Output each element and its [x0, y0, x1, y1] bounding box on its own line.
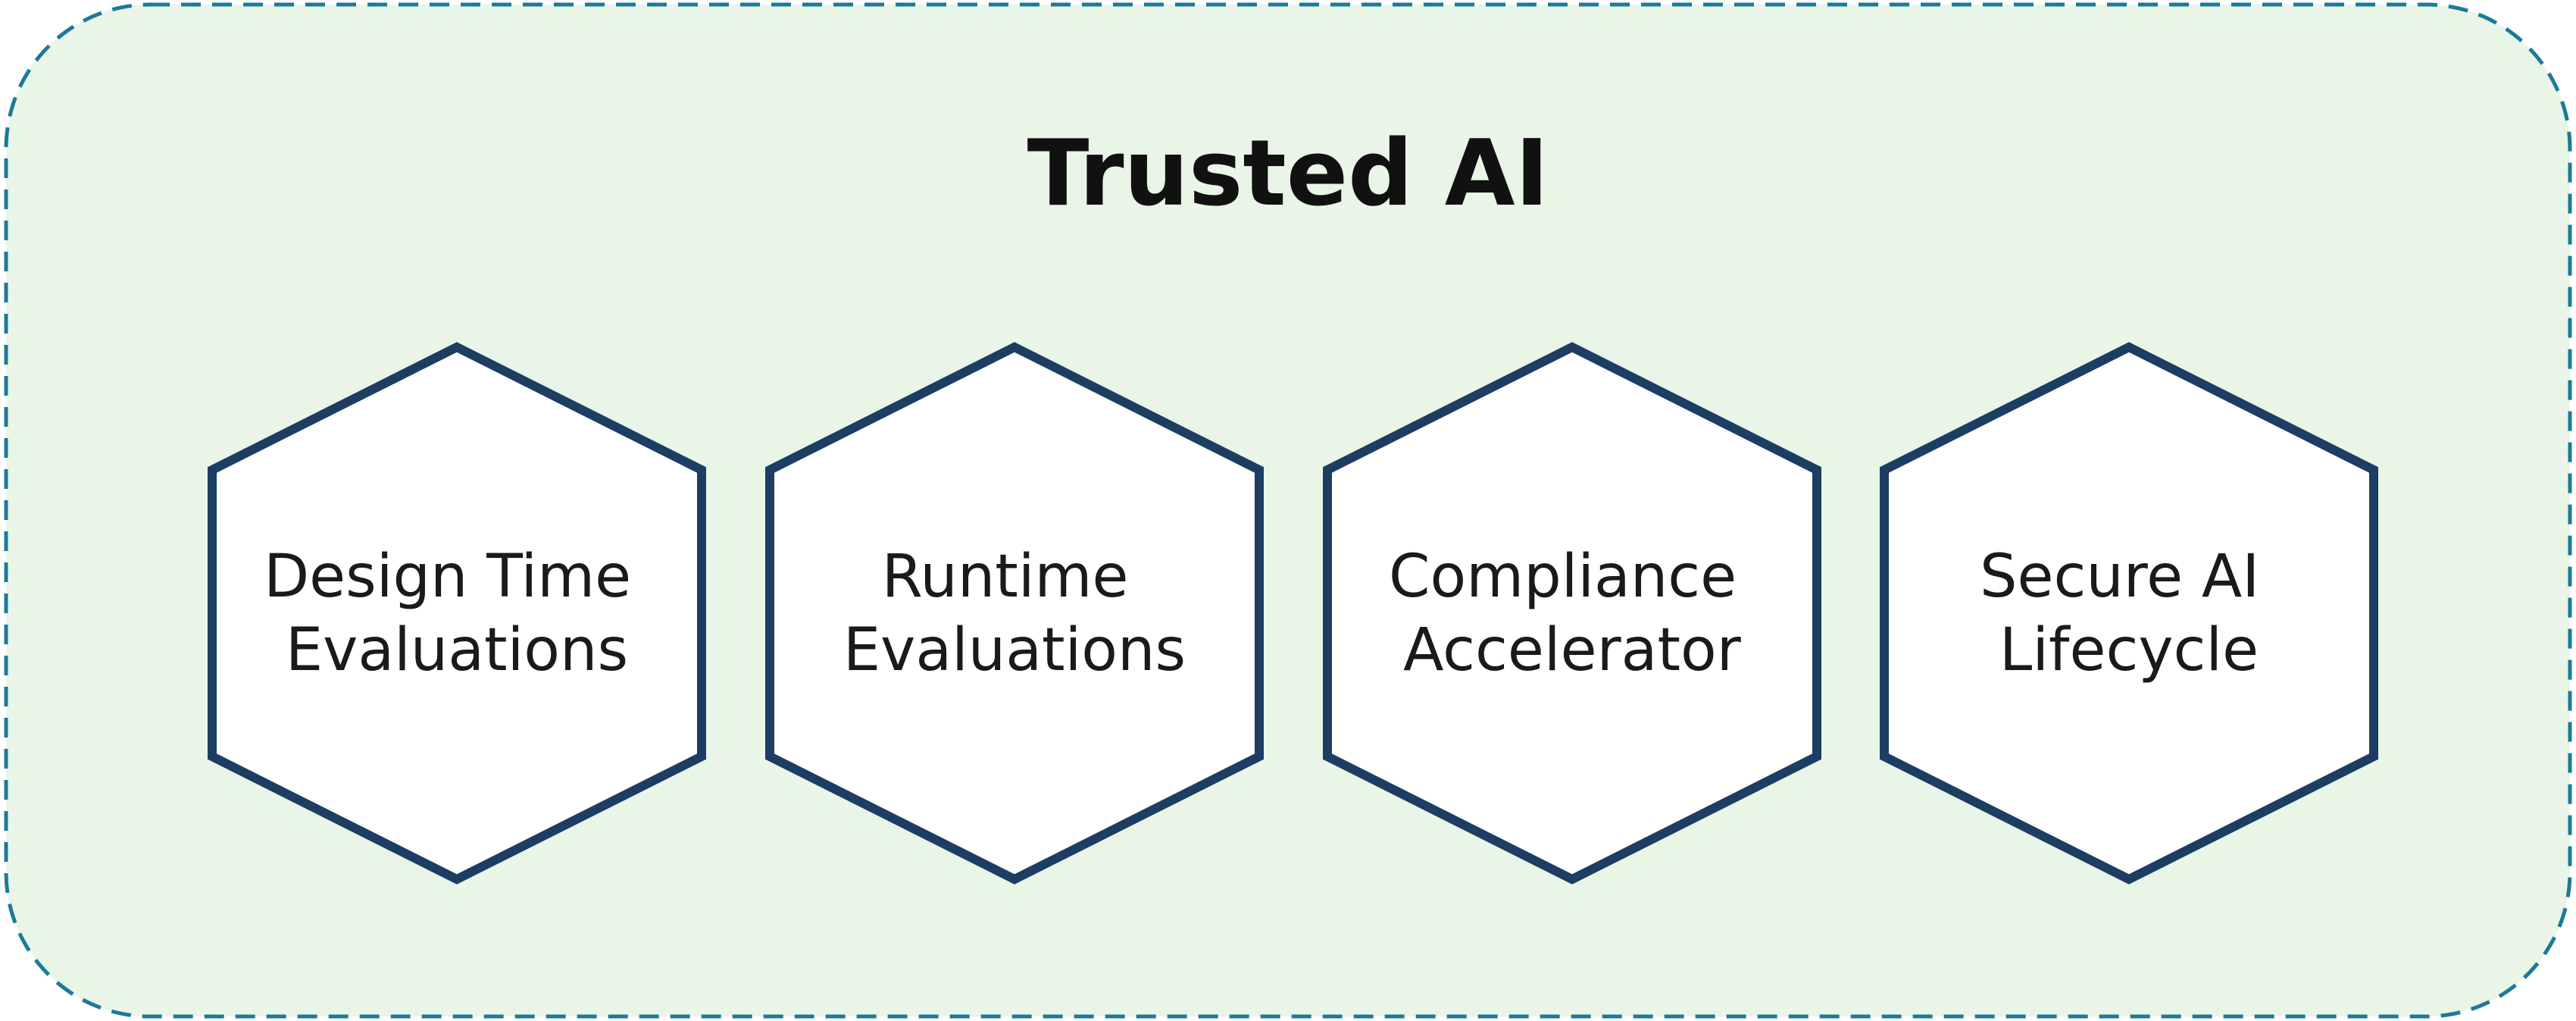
- hexagon-label-line-2: Evaluations: [843, 616, 1186, 684]
- component-hexagon: Compliance Accelerator: [1323, 342, 1821, 885]
- hexagon-label: Runtime Evaluations: [843, 543, 1186, 684]
- component-hexagon: Design Time Evaluations: [208, 342, 706, 885]
- hexagon-shape: [208, 342, 706, 885]
- hexagon-label: Design Time Evaluations: [264, 543, 650, 684]
- diagram-title: Trusted AI: [1027, 121, 1549, 227]
- hexagon-label-line-2: Evaluations: [286, 616, 628, 684]
- component-hexagon: Secure AI Lifecycle: [1880, 342, 2378, 885]
- hexagon-shape: [1880, 342, 2378, 885]
- hexagon-label-line-1: Design Time: [264, 543, 631, 611]
- hexagon-label-line-1: Runtime: [882, 543, 1129, 611]
- hexagon-label-line-2: Accelerator: [1403, 616, 1742, 684]
- hexagon-label-line-1: Compliance: [1389, 543, 1737, 611]
- hexagon-label: Secure AI Lifecycle: [1980, 543, 2278, 684]
- hexagon-shape: [1323, 342, 1821, 885]
- hexagon-label-line-1: Secure AI: [1980, 543, 2259, 611]
- hexagon-label-line-2: Lifecycle: [1999, 616, 2259, 684]
- hexagon-shape: [765, 342, 1264, 885]
- component-hexagon: Runtime Evaluations: [765, 342, 1264, 885]
- hexagon-label: Compliance Accelerator: [1389, 543, 1755, 684]
